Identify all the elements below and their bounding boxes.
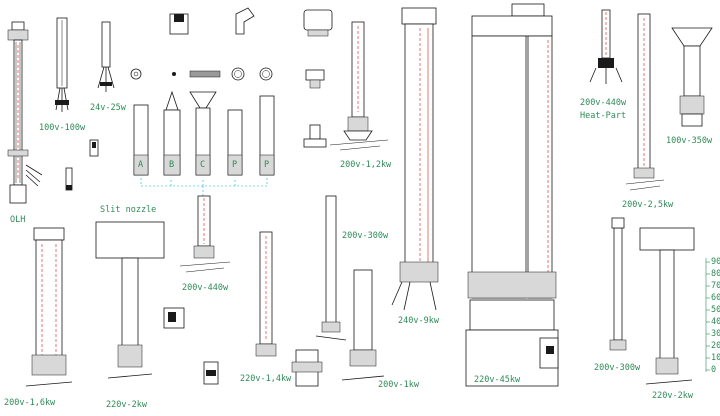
label-nozzle-p2: P <box>264 160 269 170</box>
small-parts-row <box>130 7 273 81</box>
label-220v-2kw-right: 220v-2kw <box>652 391 694 401</box>
label-200v-440w-top: 200v-440w <box>580 98 627 108</box>
label-220v-45kw: 220v-45kw <box>474 375 521 385</box>
label-100v-100w: 100v-100w <box>39 123 86 133</box>
heater-100v-100w <box>55 17 69 112</box>
heater-220v-45kw <box>465 3 559 387</box>
label-200v-1-2kw: 200v-1,2kw <box>340 160 392 170</box>
scale-tick: 90 <box>711 257 720 267</box>
heater-220v-2kw-left <box>95 221 165 379</box>
scale-tick: 80 <box>711 269 720 279</box>
vertical-scale: 90 80 70 60 50 40 30 20 10 0 <box>705 257 720 375</box>
heater-200v-300w-mid <box>315 195 347 341</box>
label-nozzle-p1: P <box>232 160 237 170</box>
nozzle-set <box>133 90 275 196</box>
label-200v-1-6kw: 200v-1,6kw <box>4 398 56 408</box>
heater-200v-1-2kw <box>329 21 389 151</box>
label-olh: OLH <box>10 215 25 225</box>
bracket-parts <box>163 307 219 385</box>
scale-tick: 20 <box>711 341 720 351</box>
scale-tick: 40 <box>711 317 720 327</box>
heater-240v-9kw <box>391 7 439 311</box>
heater-200v-2-5kw <box>625 13 665 191</box>
label-nozzle-b: B <box>169 160 174 170</box>
scale-tick: 50 <box>711 305 720 315</box>
scale-tick: 60 <box>711 293 720 303</box>
heater-200v-1-6kw <box>25 227 73 387</box>
heater-220v-1-4kw <box>255 231 277 357</box>
heater-24v-25w <box>97 21 115 92</box>
label-nozzle-a: A <box>138 160 143 170</box>
olh-heater <box>7 21 43 204</box>
connector-parts <box>65 139 99 191</box>
scale-tick: 10 <box>711 353 720 363</box>
label-200v-440w-mid: 200v-440w <box>182 283 229 293</box>
label-100v-350w: 100v-350w <box>666 136 713 146</box>
label-240v-9kw: 240v-9kw <box>398 316 440 326</box>
scale-tick: 30 <box>711 329 720 339</box>
heater-200v-440w-mid <box>179 195 231 273</box>
label-200v-300w-mid: 200v-300w <box>342 231 389 241</box>
scale-tick: 70 <box>711 281 720 291</box>
fitting-part <box>291 349 323 387</box>
label-220v-1-4kw: 220v-1,4kw <box>240 374 292 384</box>
label-200v-2-5kw: 200v-2,5kw <box>622 200 674 210</box>
top-fittings <box>303 9 333 148</box>
label-slit-nozzle: Slit nozzle <box>100 205 156 215</box>
heater-200v-1kw <box>341 269 385 381</box>
label-220v-2kw-left: 220v-2kw <box>106 400 148 410</box>
label-heat-part: Heat-Part <box>580 111 626 121</box>
heater-220v-2kw-right <box>639 227 695 385</box>
heater-100v-350w <box>671 27 713 127</box>
label-nozzle-c: C <box>200 160 205 170</box>
scale-tick: 0 <box>711 365 716 375</box>
heater-200v-300w-low <box>609 217 627 351</box>
label-24v-25w: 24v-25w <box>90 103 127 113</box>
label-200v-1kw: 200v-1kw <box>378 380 420 390</box>
label-200v-300w-low: 200v-300w <box>594 363 641 373</box>
heater-200v-440w-top <box>589 9 623 84</box>
